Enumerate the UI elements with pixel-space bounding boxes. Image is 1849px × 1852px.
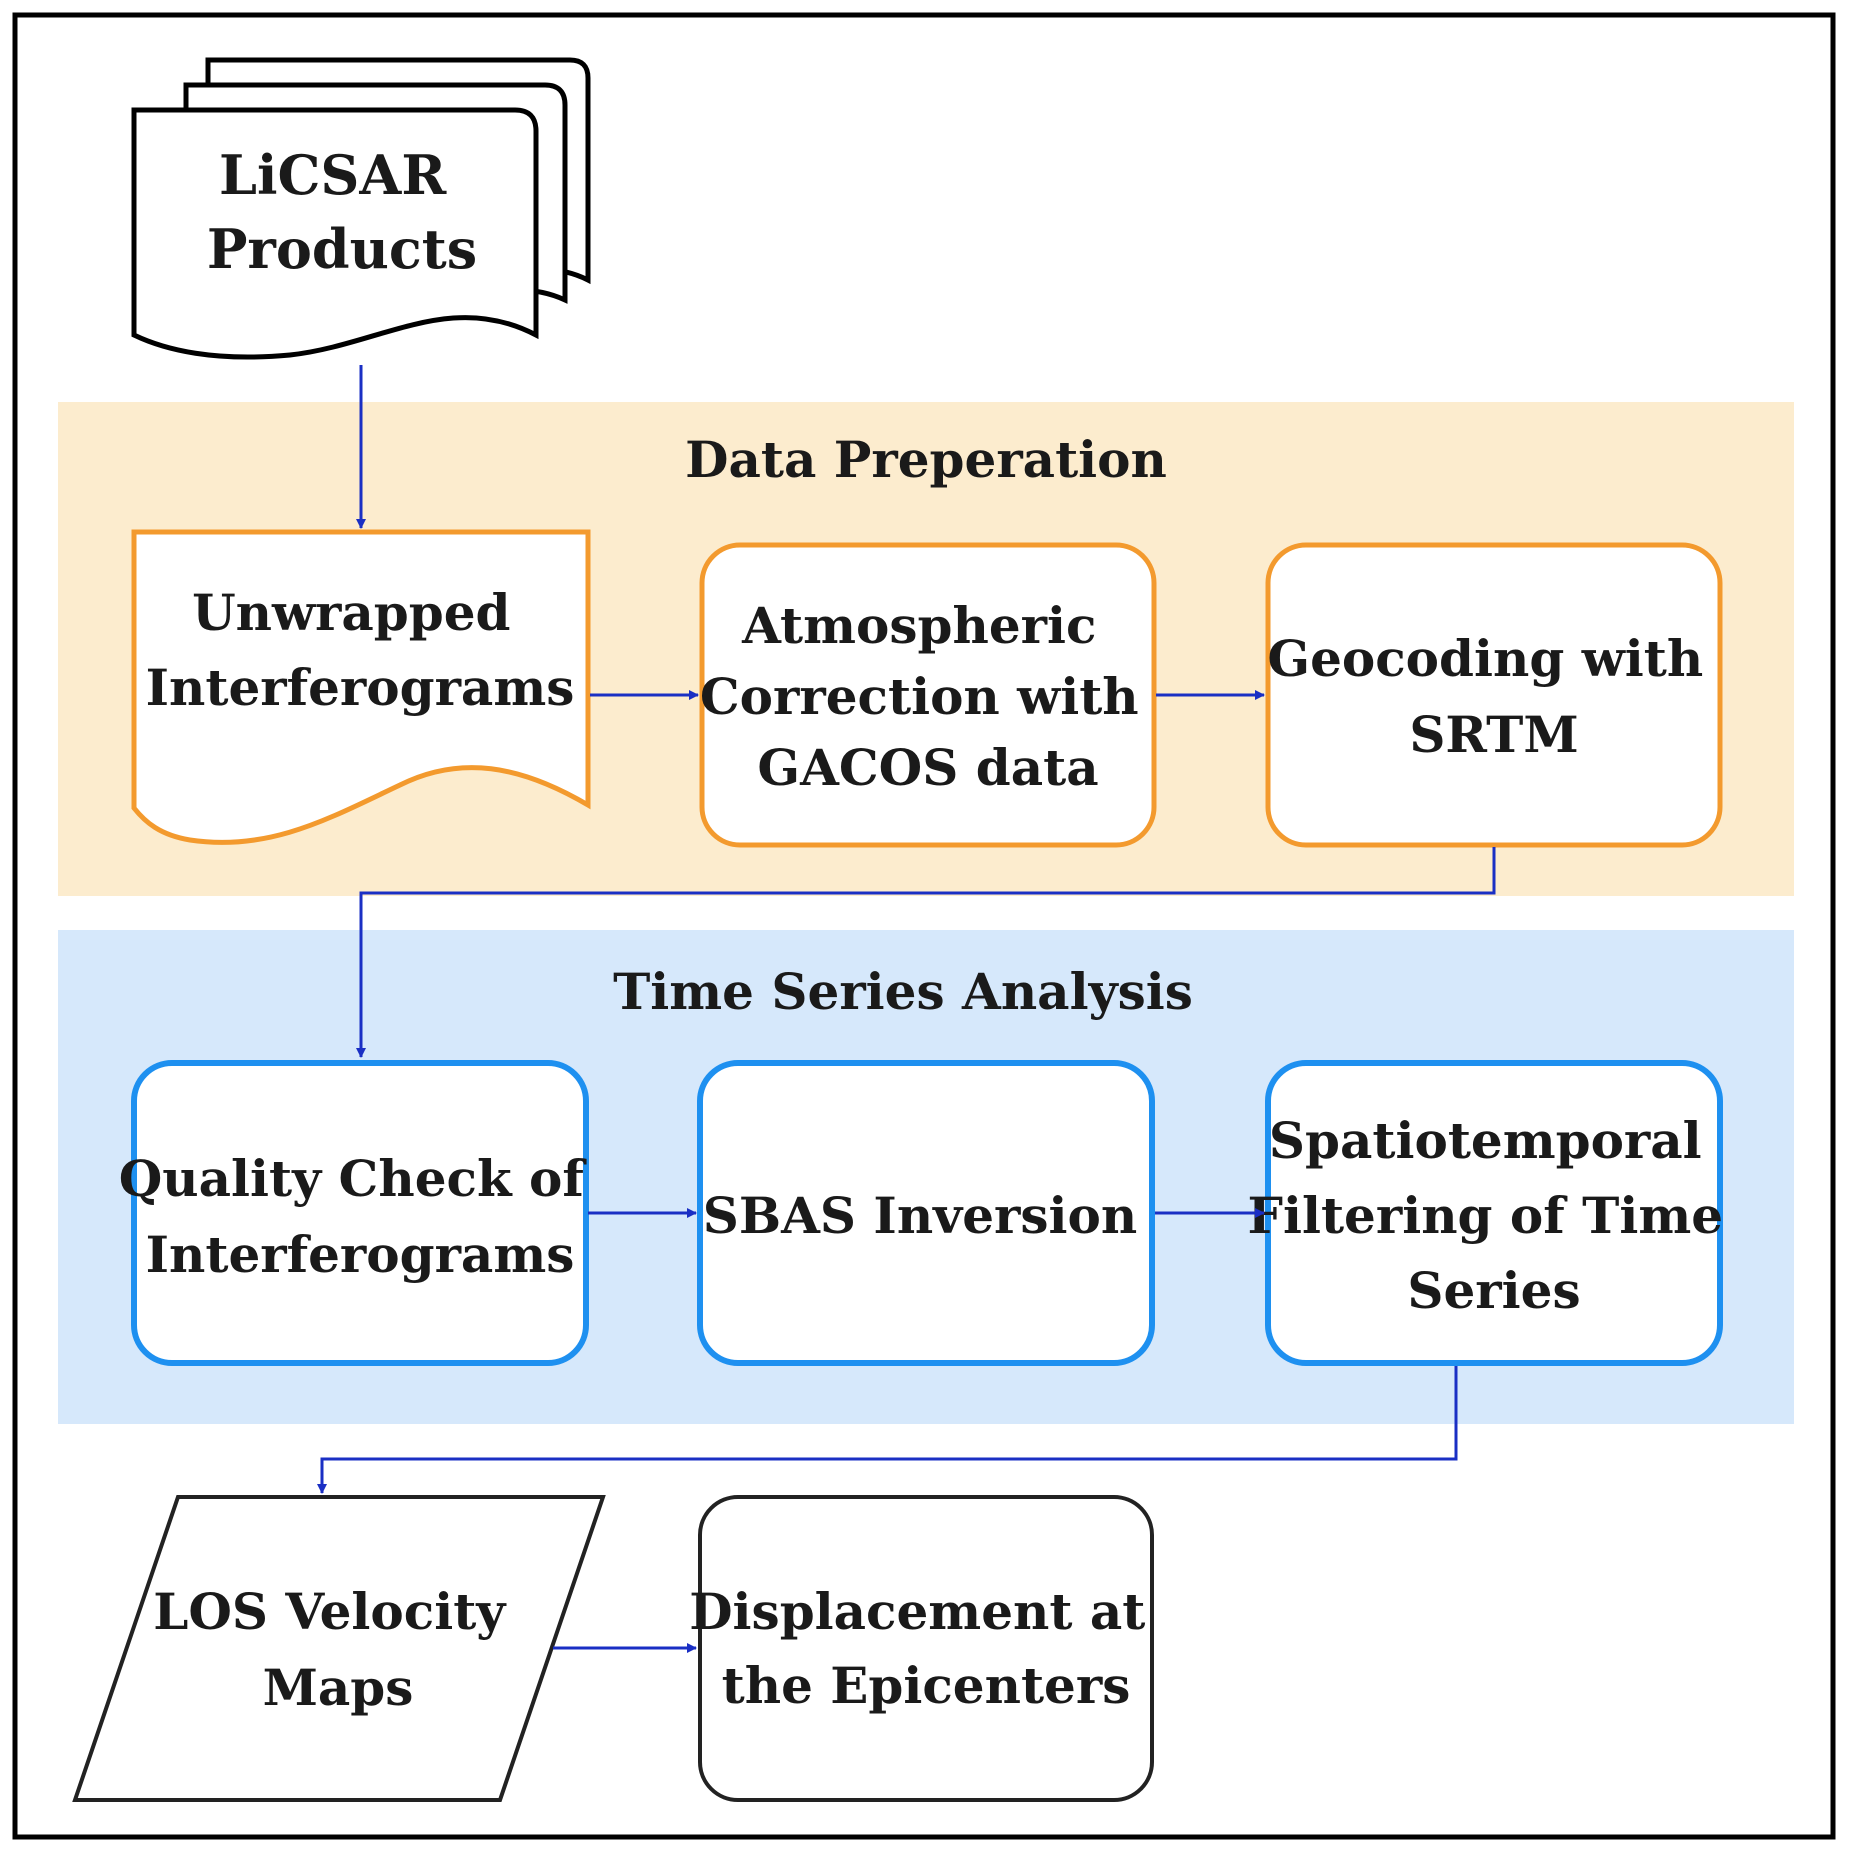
quality-check-node: Quality Check of Interferograms [119, 1060, 602, 1366]
quality-check-box [131, 1060, 589, 1366]
data-preparation-title: Data Preperation [685, 430, 1167, 489]
geocoding-box [1265, 542, 1723, 848]
svg-text:Displacement at the Epic: Displacement at the Epicenters [689, 1582, 1163, 1715]
svg-text:LOS Velocity Maps: LOS Velocity Maps [153, 1582, 523, 1717]
sbas-inversion-node: SBAS Inversion [697, 1060, 1155, 1366]
spatiotemporal-filtering-node: Spatiotemporal Filtering of Time Series [1247, 1060, 1740, 1366]
licsar-label-line-2: Products [207, 217, 477, 281]
unwrapped-interferograms-node: Unwrapped Interferograms [131, 529, 591, 845]
svg-text:Atmospheric Correction w: Atmospheric Correction with GACOS data [700, 596, 1156, 797]
sbas-inversion-box [697, 1060, 1155, 1366]
sbas-inversion-label-line-1: SBAS Inversion [703, 1186, 1137, 1245]
atmospheric-label-line-3: GACOS data [757, 738, 1098, 797]
displacement-epicenters-node: Displacement at the Epicenters [689, 1495, 1163, 1802]
connectors [317, 365, 1496, 1653]
atmospheric-correction-node: Atmospheric Correction with GACOS data [699, 542, 1157, 848]
spatiotemporal-label-line-2: Filtering of Time [1247, 1186, 1723, 1245]
svg-text:LiCSAR Products: LiCSAR Products [207, 143, 477, 281]
quality-check-label-line-1: Quality Check of [119, 1149, 588, 1208]
licsar-products-node: LiCSAR Products [131, 57, 591, 360]
atmospheric-correction-box [699, 542, 1157, 848]
time-series-analysis-title: Time Series Analysis [613, 962, 1193, 1021]
unwrapped-doc-shape [131, 529, 591, 845]
los-velocity-label-line-2: Maps [263, 1658, 414, 1717]
atmospheric-label-line-1: Atmospheric [741, 596, 1096, 655]
licsar-label-line-1: LiCSAR [219, 143, 447, 207]
geocoding-label-line-2: SRTM [1409, 705, 1578, 764]
spatiotemporal-label-line-1: Spatiotemporal [1269, 1111, 1702, 1170]
geocoding-label-line-1: Geocoding with [1267, 629, 1703, 688]
spatiotemporal-filtering-box [1265, 1060, 1723, 1366]
unwrapped-label-line-2: Interferograms [146, 658, 575, 717]
geocoding-node: Geocoding with SRTM [1265, 542, 1723, 848]
arrow-geocoding-to-quality-check [356, 847, 1496, 1058]
los-velocity-maps-node: LOS Velocity Maps [72, 1495, 606, 1802]
los-velocity-parallelogram [72, 1495, 606, 1802]
spatiotemporal-label-line-3: Series [1407, 1261, 1580, 1320]
quality-check-label-line-2: Interferograms [146, 1225, 575, 1284]
svg-text:Quality Check of Interfe: Quality Check of Interferograms [119, 1149, 602, 1284]
svg-text:Unwrapped Interferograms: Unwrapped Interferograms [146, 583, 575, 717]
svg-text:Spatiotemporal Filtering: Spatiotemporal Filtering of Time Series [1247, 1111, 1740, 1320]
displacement-label-line-2: the Epicenters [722, 1656, 1131, 1715]
arrow-spatiotemporal-to-los [317, 1366, 1458, 1494]
displacement-epicenters-box [698, 1495, 1154, 1802]
svg-text:SBAS Inversion: SBAS Inversion [703, 1186, 1137, 1245]
licsar-doc-front [131, 107, 539, 360]
unwrapped-label-line-1: Unwrapped [192, 583, 510, 642]
atmospheric-label-line-2: Correction with [700, 667, 1139, 726]
los-velocity-label-line-1: LOS Velocity [153, 1582, 507, 1641]
svg-text:Geocoding with SRTM: Geocoding with SRTM [1267, 629, 1720, 764]
displacement-label-line-1: Displacement at [689, 1582, 1145, 1641]
